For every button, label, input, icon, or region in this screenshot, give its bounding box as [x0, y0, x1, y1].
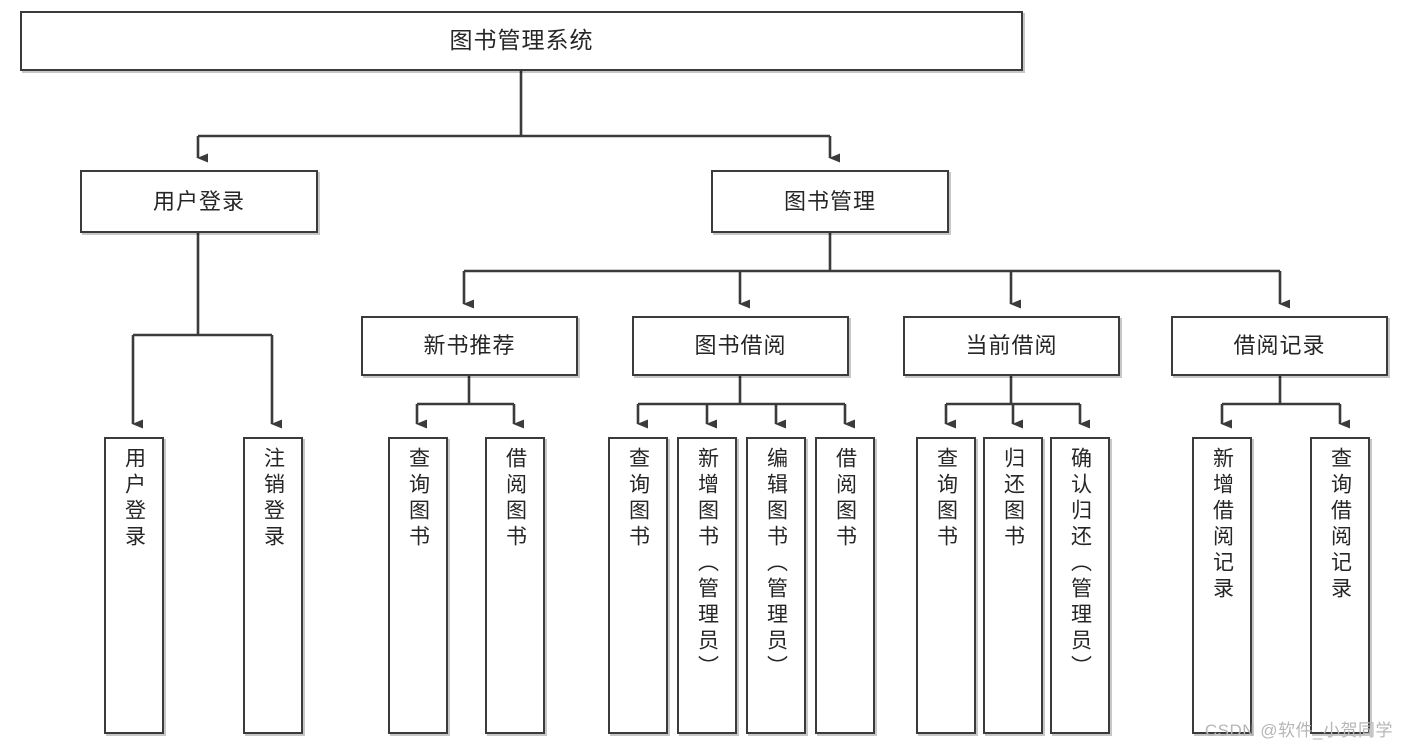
- node-new-book-recommend-label: 新书推荐: [423, 333, 516, 359]
- node-leaf-recommend-query-book-label: 查询图书: [406, 447, 430, 551]
- node-leaf-borrow-borrow-book-label: 借阅图书: [833, 447, 857, 551]
- node-borrow-record-label: 借阅记录: [1233, 333, 1326, 359]
- node-book-borrow[interactable]: 图书借阅: [632, 316, 849, 376]
- node-book-management[interactable]: 图书管理: [711, 170, 949, 233]
- node-user-login[interactable]: 用户登录: [80, 170, 318, 233]
- node-leaf-user-login-signout[interactable]: 注销登录: [243, 437, 303, 734]
- node-current-borrow[interactable]: 当前借阅: [903, 316, 1120, 376]
- node-book-management-label: 图书管理: [783, 188, 876, 214]
- node-leaf-current-return-book-label: 归还图书: [1001, 447, 1025, 551]
- node-leaf-record-query[interactable]: 查询借阅记录: [1310, 437, 1370, 734]
- node-leaf-recommend-borrow-book-label: 借阅图书: [503, 447, 527, 551]
- node-leaf-current-query-book[interactable]: 查询图书: [916, 437, 976, 734]
- node-leaf-recommend-borrow-book[interactable]: 借阅图书: [485, 437, 545, 734]
- node-leaf-user-login-signout-label: 注销登录: [261, 447, 285, 551]
- node-leaf-borrow-add-book-label: 新增图书（管理员）: [695, 447, 719, 681]
- node-leaf-current-confirm-return-label: 确认归还（管理员）: [1068, 447, 1092, 681]
- node-new-book-recommend[interactable]: 新书推荐: [361, 316, 578, 376]
- node-borrow-record[interactable]: 借阅记录: [1171, 316, 1388, 376]
- node-leaf-current-query-book-label: 查询图书: [934, 447, 958, 551]
- node-leaf-current-return-book[interactable]: 归还图书: [983, 437, 1043, 734]
- node-leaf-current-confirm-return[interactable]: 确认归还（管理员）: [1050, 437, 1110, 734]
- node-current-borrow-label: 当前借阅: [965, 333, 1058, 359]
- node-root-system-label: 图书管理系统: [449, 27, 594, 54]
- node-root-system[interactable]: 图书管理系统: [20, 11, 1023, 71]
- node-leaf-user-login-signin[interactable]: 用户登录: [104, 437, 164, 734]
- node-leaf-borrow-edit-book-label: 编辑图书（管理员）: [764, 447, 788, 681]
- node-user-login-label: 用户登录: [152, 188, 245, 214]
- node-leaf-record-add-label: 新增借阅记录: [1210, 447, 1234, 603]
- node-leaf-borrow-edit-book[interactable]: 编辑图书（管理员）: [746, 437, 806, 734]
- node-leaf-borrow-borrow-book[interactable]: 借阅图书: [815, 437, 875, 734]
- node-leaf-borrow-query-book[interactable]: 查询图书: [608, 437, 668, 734]
- csdn-watermark: CSDN @软件_小贺同学: [1204, 721, 1393, 740]
- node-book-borrow-label: 图书借阅: [694, 333, 787, 359]
- node-leaf-record-add[interactable]: 新增借阅记录: [1192, 437, 1252, 734]
- node-leaf-user-login-signin-label: 用户登录: [122, 447, 146, 551]
- node-leaf-recommend-query-book[interactable]: 查询图书: [388, 437, 448, 734]
- node-leaf-borrow-add-book[interactable]: 新增图书（管理员）: [677, 437, 737, 734]
- node-leaf-record-query-label: 查询借阅记录: [1328, 447, 1352, 603]
- node-leaf-borrow-query-book-label: 查询图书: [626, 447, 650, 551]
